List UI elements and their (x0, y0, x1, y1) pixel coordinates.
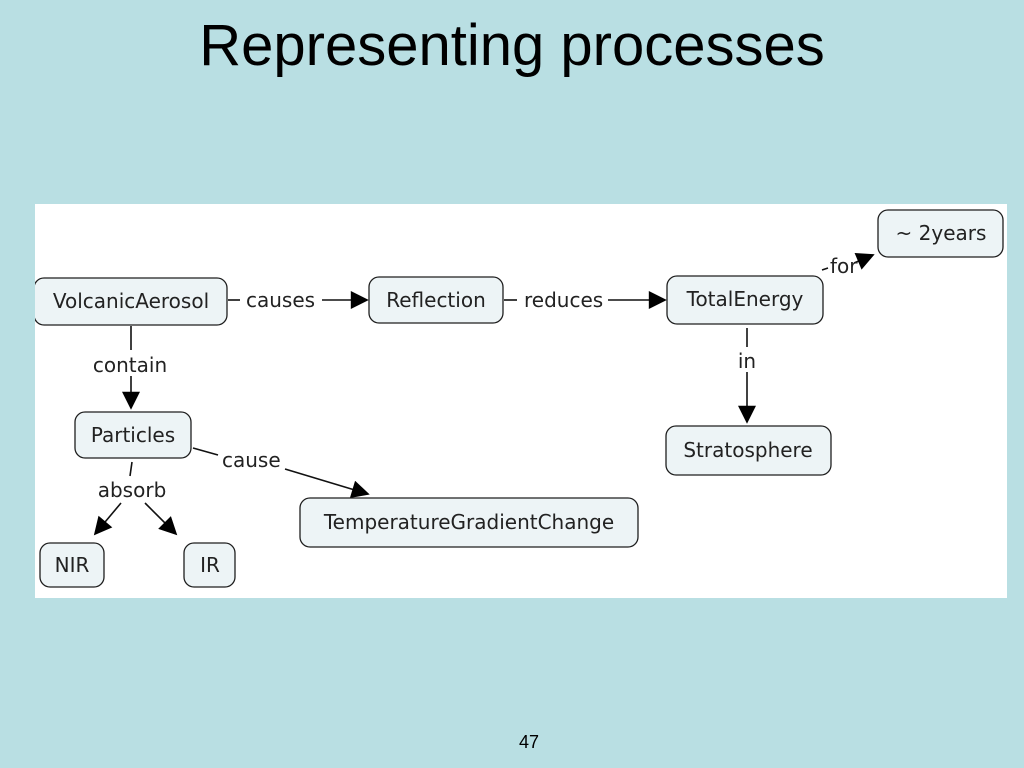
edge-reduces: reduces (504, 288, 667, 312)
node-volcanic-aerosol: VolcanicAerosol (35, 277, 228, 326)
edge-cause: cause (192, 447, 370, 498)
link-label-cause: cause (222, 448, 281, 472)
node-temperature-gradient-change: TemperatureGradientChange (299, 497, 639, 548)
concept-map-panel: causes reduces for in contain cause (35, 204, 1007, 598)
link-label-absorb: absorb (98, 478, 167, 502)
concept-map: causes reduces for in contain cause (35, 209, 1004, 588)
node-two-years: ~ 2years (877, 209, 1004, 258)
link-label-for: for (830, 254, 858, 278)
svg-text:VolcanicAerosol: VolcanicAerosol (53, 289, 209, 313)
link-label-contain: contain (93, 353, 167, 377)
link-label-in: in (738, 349, 756, 373)
svg-text:TotalEnergy: TotalEnergy (686, 287, 804, 311)
svg-text:Particles: Particles (91, 423, 175, 447)
edge-for: for (821, 252, 875, 278)
node-particles: Particles (74, 411, 192, 459)
svg-text:~ 2years: ~ 2years (896, 221, 987, 245)
link-label-reduces: reduces (524, 288, 603, 312)
node-stratosphere: Stratosphere (665, 425, 832, 476)
svg-text:IR: IR (200, 553, 220, 577)
node-total-energy: TotalEnergy (666, 275, 824, 325)
edge-causes: causes (228, 288, 369, 312)
svg-text:TemperatureGradientChange: TemperatureGradientChange (323, 510, 614, 534)
node-nir: NIR (39, 542, 105, 588)
svg-text:NIR: NIR (55, 553, 90, 577)
edge-contain: contain (93, 326, 167, 410)
node-ir: IR (183, 542, 236, 588)
slide-title: Representing processes (199, 13, 825, 78)
link-label-causes: causes (246, 288, 315, 312)
edge-absorb: absorb (93, 461, 178, 536)
svg-text:Stratosphere: Stratosphere (683, 438, 812, 462)
edge-in: in (738, 328, 756, 424)
node-reflection: Reflection (368, 276, 504, 324)
page-number: 47 (518, 732, 540, 752)
svg-text:Reflection: Reflection (386, 288, 486, 312)
